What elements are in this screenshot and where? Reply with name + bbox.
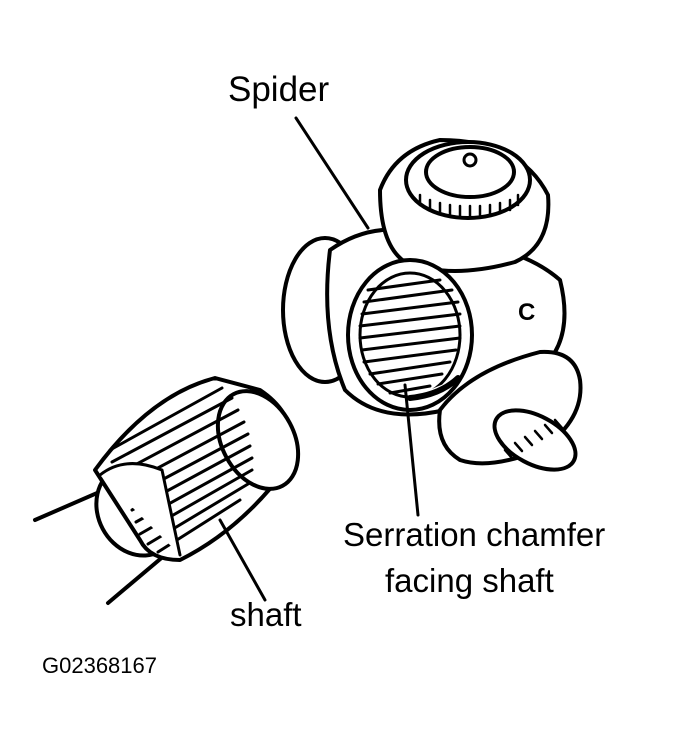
spider-label: Spider [228,70,330,109]
serration-chamfer-edge [407,375,461,401]
shaft-label: shaft [230,596,302,633]
spider-mark-letter: C [518,299,535,326]
leader-lines [218,116,420,602]
serration-leader [403,383,420,517]
spider-bore-serrations [358,278,462,395]
spider [281,138,583,472]
shaft-collar-inner [98,462,182,557]
spider-top-cap-hole [462,152,478,168]
spider-top-needles [418,193,520,218]
serration-chamfer-label: Serration chamfer facing shaft [343,512,605,604]
spider-right-needles [503,418,564,460]
spider-leader [294,116,370,230]
shaft [33,376,301,605]
figure-code: G02368167 [42,653,157,678]
shaft-leader [218,518,267,602]
serration-label-line-2: facing shaft [385,562,554,599]
serration-label-line-1: Serration chamfer [343,516,606,553]
spider-top-cap-inner [424,145,516,199]
spider-right-cap [492,408,578,472]
